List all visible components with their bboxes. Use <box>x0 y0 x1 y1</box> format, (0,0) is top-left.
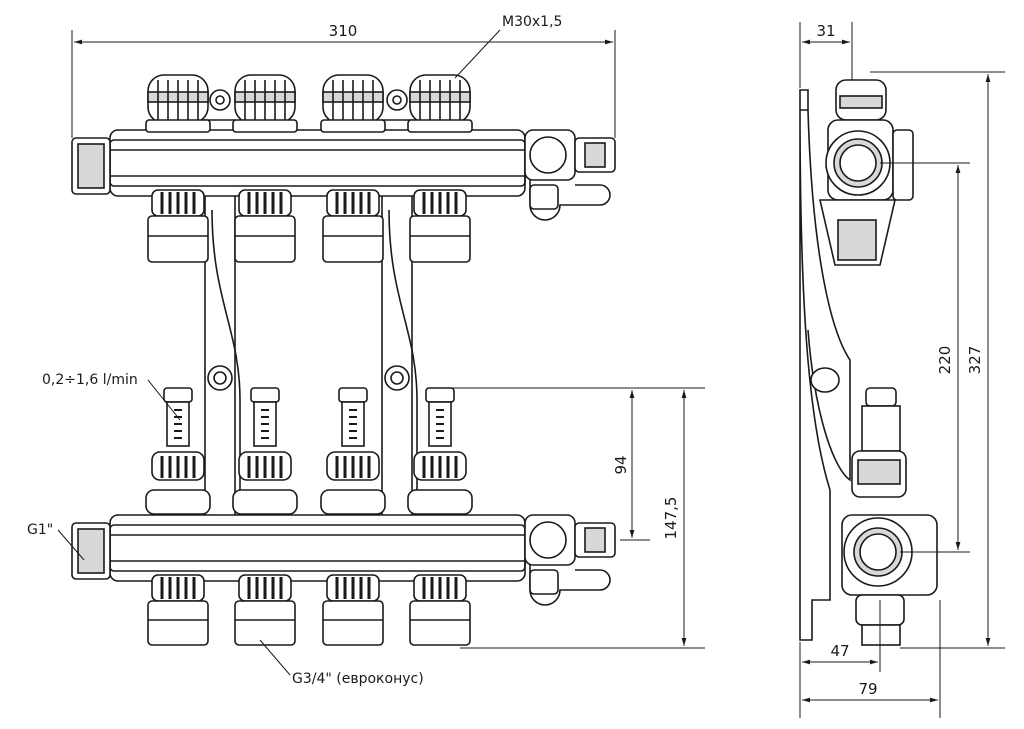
inlet-nut-bottom <box>71 522 111 580</box>
lower-outlet-body <box>322 600 384 646</box>
axis-distance-dimension-label: 220 <box>936 346 954 375</box>
inlet-leader-line <box>57 529 85 561</box>
side-bracket-hole <box>810 367 840 393</box>
flowmeter-2 <box>232 387 298 515</box>
outlet-leader-line <box>259 639 291 676</box>
upper-outlet-body <box>147 215 209 263</box>
flowmeter-cap <box>425 387 455 403</box>
valve-cap-ring <box>320 119 386 133</box>
flow-leader-line <box>147 379 181 421</box>
upper-outlet-body <box>234 215 296 263</box>
end-fitting-top <box>524 129 616 221</box>
circuit-2 <box>232 74 298 646</box>
upper-outlet-4 <box>409 189 471 263</box>
lower-outlet-4 <box>409 574 471 646</box>
flowmeter-cap <box>338 387 368 403</box>
valve-cap-ring <box>232 119 298 133</box>
mounting-bracket-left <box>204 89 241 521</box>
circuit-1 <box>145 74 211 646</box>
flowmeter-base <box>320 489 386 515</box>
circuit-4 <box>407 74 473 646</box>
side-depth-dimension-label: 79 <box>858 680 877 698</box>
lower-outlet-3 <box>322 574 384 646</box>
valve-cap-3 <box>320 74 386 133</box>
wall-plate <box>799 89 831 641</box>
side-upper-valve <box>818 79 914 266</box>
flow-range-label: 0,2÷1,6 l/min <box>42 372 138 388</box>
outlet-label: G3/4" (евроконус) <box>292 671 424 687</box>
flowmeter-cap <box>250 387 280 403</box>
lower-outlet-2 <box>234 574 296 646</box>
side-lower-valve <box>841 387 938 646</box>
flowmeter-base <box>145 489 211 515</box>
upper-outlet-body <box>409 215 471 263</box>
mounting-bracket-right <box>381 89 418 521</box>
flowmeter-cap <box>163 387 193 403</box>
lower-outlet-body <box>409 600 471 646</box>
upper-outlet-2 <box>234 189 296 263</box>
upper-outlet-body <box>322 215 384 263</box>
total-height-dimension-label: 327 <box>966 346 984 375</box>
flowmeter-dimension-label: 94 <box>612 455 630 474</box>
flowmeter-base <box>407 489 473 515</box>
lower-manifold-bar <box>71 514 616 606</box>
width-dimension-label: 310 <box>329 22 358 40</box>
front-view <box>71 74 616 646</box>
valve-cap-ring <box>145 119 211 133</box>
inlet-label: G1" <box>27 522 53 538</box>
upper-outlet-1 <box>147 189 209 263</box>
valve-cap-ring <box>407 119 473 133</box>
lower-outlet-1 <box>147 574 209 646</box>
flowmeter-3 <box>320 387 386 515</box>
side-view <box>799 79 938 646</box>
flowmeter-4 <box>407 387 473 515</box>
inlet-nut-top <box>71 137 111 195</box>
thread-label: M30x1,5 <box>502 14 562 30</box>
top-depth-dimension-label: 31 <box>816 22 835 40</box>
thread-leader-line <box>454 29 501 79</box>
lower-height-dimension-label: 147,5 <box>662 497 680 540</box>
valve-cap-4 <box>407 74 473 133</box>
end-fitting-bottom <box>524 514 616 606</box>
labels: 310 M30x1,5 0,2÷1,6 l/min G1" G3/4" (евр… <box>27 14 984 698</box>
lower-outlet-body <box>147 600 209 646</box>
valve-cap-2 <box>232 74 298 133</box>
side-offset-dimension-label: 47 <box>830 642 849 660</box>
front-dimensions <box>57 29 705 676</box>
circuits <box>145 74 473 646</box>
upper-manifold-bar <box>71 129 616 221</box>
upper-outlet-3 <box>322 189 384 263</box>
flowmeter-1 <box>145 387 211 515</box>
lower-outlet-body <box>234 600 296 646</box>
flowmeter-base <box>232 489 298 515</box>
side-dimensions <box>799 22 1005 718</box>
valve-cap-1 <box>145 74 211 133</box>
circuit-3 <box>320 74 386 646</box>
